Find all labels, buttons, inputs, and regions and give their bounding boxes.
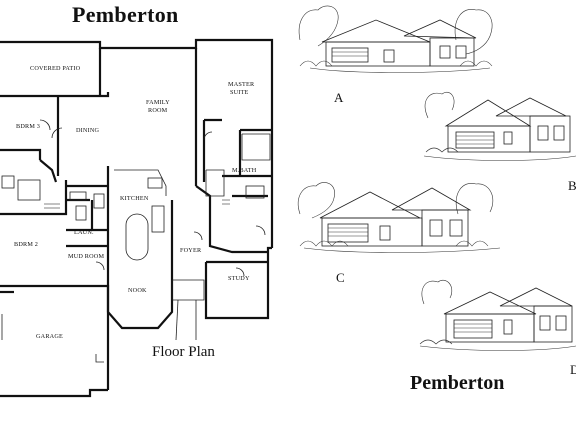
label-study: STUDY bbox=[228, 275, 250, 282]
label-mbath: M.BATH bbox=[232, 167, 257, 174]
label-family-2: ROOM bbox=[148, 107, 168, 114]
elevation-a-sketch bbox=[298, 5, 493, 73]
label-master-1: MASTER bbox=[228, 81, 255, 88]
label-nook: NOOK bbox=[128, 287, 147, 294]
elevation-label-c: C bbox=[336, 270, 345, 285]
label-bdrm-2: BDRM 2 bbox=[14, 241, 38, 248]
elevation-label-d: D bbox=[570, 362, 576, 377]
page-title: Pemberton bbox=[72, 2, 179, 27]
elevation-label-b: B bbox=[568, 178, 576, 193]
elevation-b-sketch bbox=[423, 91, 576, 161]
label-garage: GARAGE bbox=[36, 333, 63, 340]
elevations-title: Pemberton bbox=[410, 372, 505, 394]
elevation-c-sketch bbox=[297, 182, 501, 253]
exterior-walls bbox=[0, 38, 274, 398]
elevation-d-sketch bbox=[419, 279, 576, 351]
label-master-2: SUITE bbox=[230, 89, 249, 96]
label-family-1: FAMILY bbox=[146, 99, 170, 106]
label-bdrm-3: BDRM 3 bbox=[16, 123, 40, 130]
label-dining: DINING bbox=[76, 127, 100, 134]
label-kitchen: KITCHEN bbox=[120, 195, 149, 202]
elevation-label-a: A bbox=[334, 90, 344, 105]
label-mud-room: MUD ROOM bbox=[68, 253, 104, 260]
label-covered-patio: COVERED PATIO bbox=[30, 65, 81, 72]
label-foyer: FOYER bbox=[180, 247, 202, 254]
label-laun: LAUN. bbox=[74, 229, 94, 236]
floor-plan-caption: Floor Plan bbox=[152, 344, 215, 360]
